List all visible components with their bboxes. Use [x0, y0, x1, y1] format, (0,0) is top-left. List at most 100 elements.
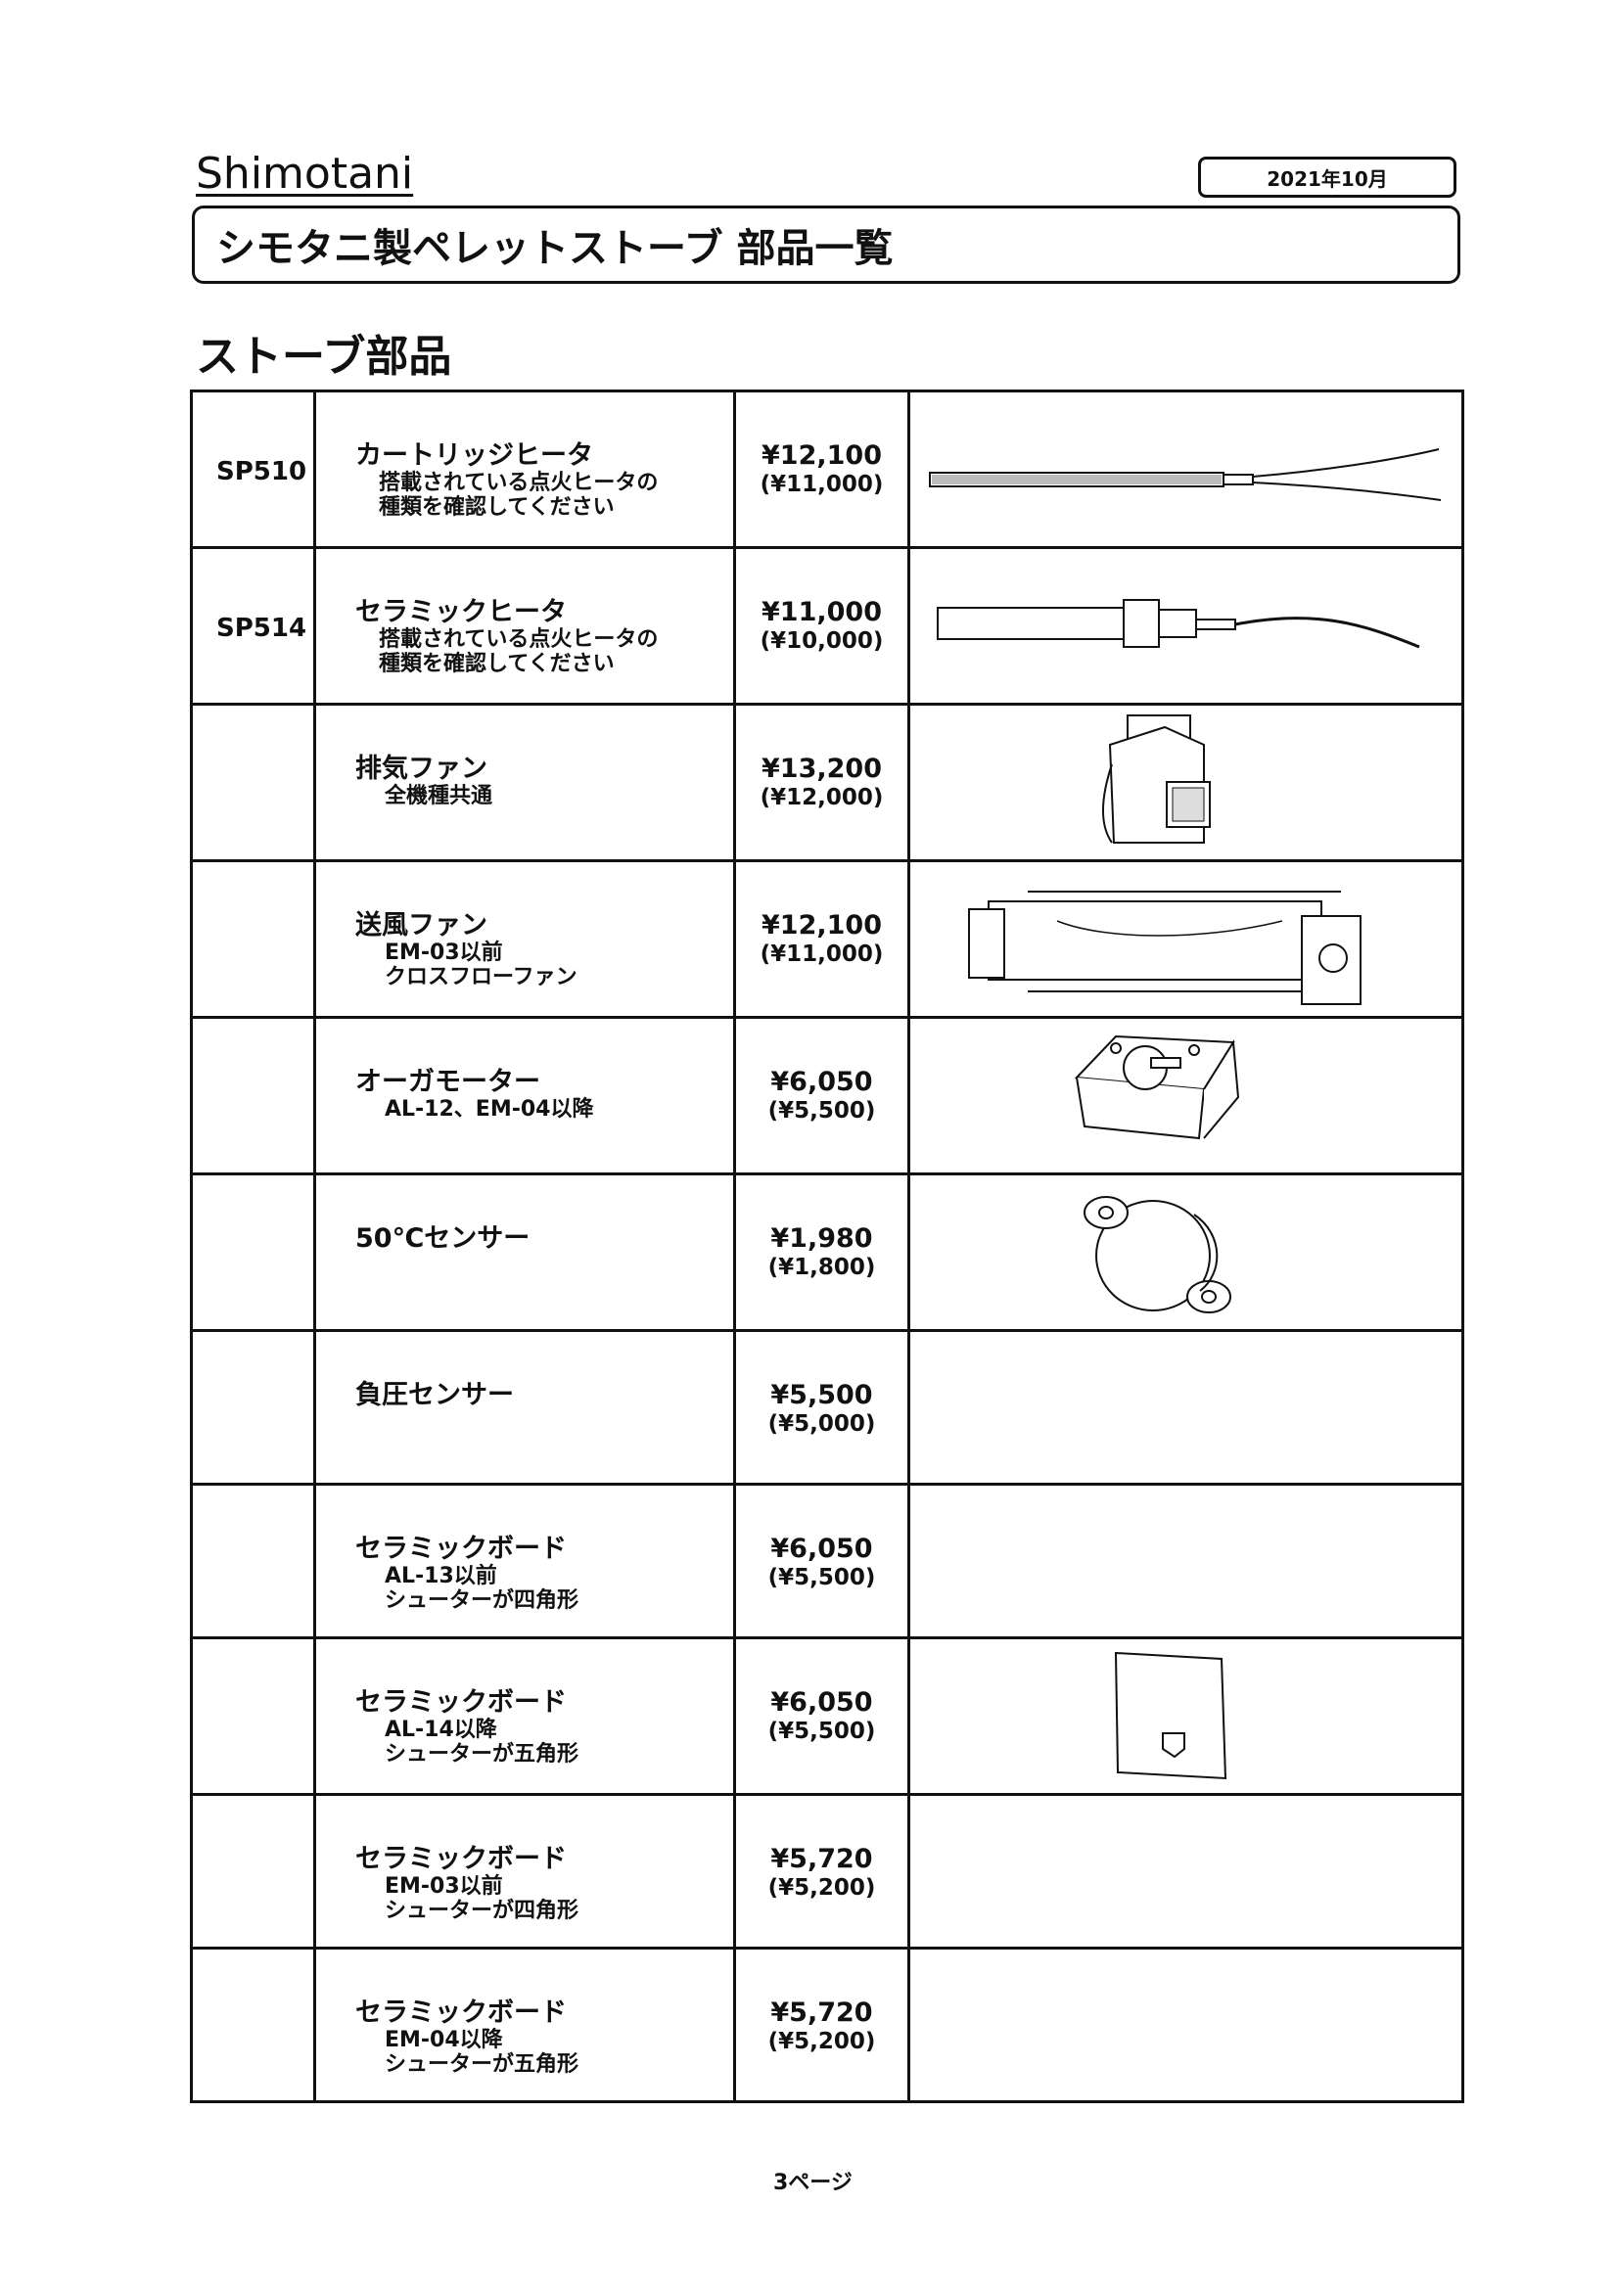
part-note: 種類を確認してください — [379, 495, 615, 520]
date-badge: 2021年10月 — [1198, 157, 1456, 198]
part-name: 排気ファン — [355, 754, 487, 784]
price-with-tax: ¥12,100 — [762, 440, 882, 471]
part-name: セラミックボード — [355, 1687, 567, 1718]
part-note: 搭載されている点火ヒータの — [379, 471, 659, 495]
page-number: 3ページ — [773, 2171, 853, 2195]
part-note: クロスフローファン — [385, 965, 577, 989]
part-name: セラミックヒータ — [355, 597, 567, 627]
price-with-tax: ¥5,720 — [770, 1844, 873, 1874]
part-code — [193, 706, 313, 770]
price-without-tax: (¥11,000) — [760, 472, 884, 497]
price-cell: ¥6,050(¥5,500) — [733, 1483, 910, 1639]
price-cell: ¥13,200(¥12,000) — [733, 703, 910, 862]
part-name: セラミックボード — [355, 1998, 567, 2028]
part-code-cell — [190, 1947, 316, 2103]
part-code — [193, 1175, 313, 1240]
price-without-tax: (¥5,200) — [767, 2029, 876, 2054]
part-name: 送風ファン — [355, 910, 487, 941]
part-code-cell — [190, 859, 316, 1019]
part-name: 負圧センサー — [355, 1380, 514, 1410]
part-image-cell — [907, 546, 1464, 706]
part-code — [193, 862, 313, 927]
part-name: オーガモーター — [355, 1067, 540, 1097]
price-without-tax: (¥5,500) — [767, 1098, 876, 1124]
price-without-tax: (¥5,500) — [767, 1719, 876, 1744]
price-without-tax: (¥5,000) — [767, 1411, 876, 1437]
part-name: セラミックボード — [355, 1844, 567, 1874]
table-row: 負圧センサー ¥5,500(¥5,000) — [190, 1329, 1464, 1486]
price-with-tax: ¥6,050 — [770, 1534, 873, 1564]
part-code — [193, 1019, 313, 1083]
part-name-cell: 排気ファン全機種共通 — [313, 703, 736, 862]
section-title: ストーブ部品 — [196, 332, 452, 382]
part-code-cell: SP510 — [190, 390, 316, 549]
part-note: 搭載されている点火ヒータの — [379, 627, 659, 652]
price-without-tax: (¥12,000) — [760, 785, 884, 810]
table-row: 排気ファン全機種共通¥13,200(¥12,000) — [190, 703, 1464, 862]
page-title: シモタニ製ペレットストーブ 部品一覧 — [216, 226, 894, 271]
part-code-cell — [190, 1329, 316, 1486]
auger-motor-icon — [910, 1019, 1461, 1172]
part-image-cell — [907, 1329, 1464, 1486]
part-name-cell: セラミックヒータ搭載されている点火ヒータの種類を確認してください — [313, 546, 736, 706]
part-name-cell: 50℃センサー — [313, 1172, 736, 1332]
part-note: EM-03以前 — [385, 1874, 503, 1899]
part-code-cell — [190, 1483, 316, 1639]
part-code-cell — [190, 703, 316, 862]
part-image-cell — [907, 1483, 1464, 1639]
part-image-cell — [907, 1016, 1464, 1175]
part-note: シューターが四角形 — [385, 1588, 579, 1613]
cartridge-heater-icon — [910, 392, 1461, 546]
part-image-cell — [907, 703, 1464, 862]
price-without-tax: (¥1,800) — [767, 1255, 876, 1280]
price-with-tax: ¥12,100 — [762, 910, 882, 941]
price-cell: ¥11,000(¥10,000) — [733, 546, 910, 706]
price-cell: ¥6,050(¥5,500) — [733, 1016, 910, 1175]
part-note: EM-04以降 — [385, 2028, 503, 2052]
table-row: SP510 カートリッジヒータ搭載されている点火ヒータの種類を確認してください ¥1… — [190, 390, 1464, 549]
part-code-cell: SP514 — [190, 546, 316, 706]
part-code: SP514 — [216, 614, 307, 643]
price-cell: ¥5,720(¥5,200) — [733, 1793, 910, 1950]
part-name: カートリッジヒータ — [355, 440, 593, 471]
part-code — [193, 1950, 313, 2014]
part-code — [193, 1639, 313, 1704]
part-code-cell — [190, 1016, 316, 1175]
price-without-tax: (¥11,000) — [760, 941, 884, 967]
part-code — [193, 1332, 313, 1397]
part-name: セラミックボード — [355, 1534, 567, 1564]
ceramic-board-icon — [910, 1639, 1461, 1793]
part-note: シューターが四角形 — [385, 1899, 579, 1923]
price-cell: ¥12,100(¥11,000) — [733, 390, 910, 549]
part-note: シューターが五角形 — [385, 2052, 579, 2077]
date-text: 2021年10月 — [1267, 166, 1388, 191]
ceramic-heater-icon — [910, 549, 1461, 703]
part-code: SP510 — [216, 457, 307, 486]
price-with-tax: ¥13,200 — [762, 754, 882, 784]
exhaust-fan-icon — [910, 706, 1461, 859]
part-image-cell — [907, 859, 1464, 1019]
part-note: 全機種共通 — [385, 784, 493, 808]
part-code — [193, 1796, 313, 1860]
part-note: AL-14以降 — [385, 1718, 497, 1742]
price-without-tax: (¥5,500) — [767, 1565, 876, 1590]
price-with-tax: ¥1,980 — [770, 1223, 873, 1254]
part-code — [193, 1486, 313, 1550]
price-cell: ¥1,980(¥1,800) — [733, 1172, 910, 1332]
price-cell: ¥5,720(¥5,200) — [733, 1947, 910, 2103]
price-with-tax: ¥5,500 — [770, 1380, 873, 1410]
price-without-tax: (¥5,200) — [767, 1875, 876, 1901]
